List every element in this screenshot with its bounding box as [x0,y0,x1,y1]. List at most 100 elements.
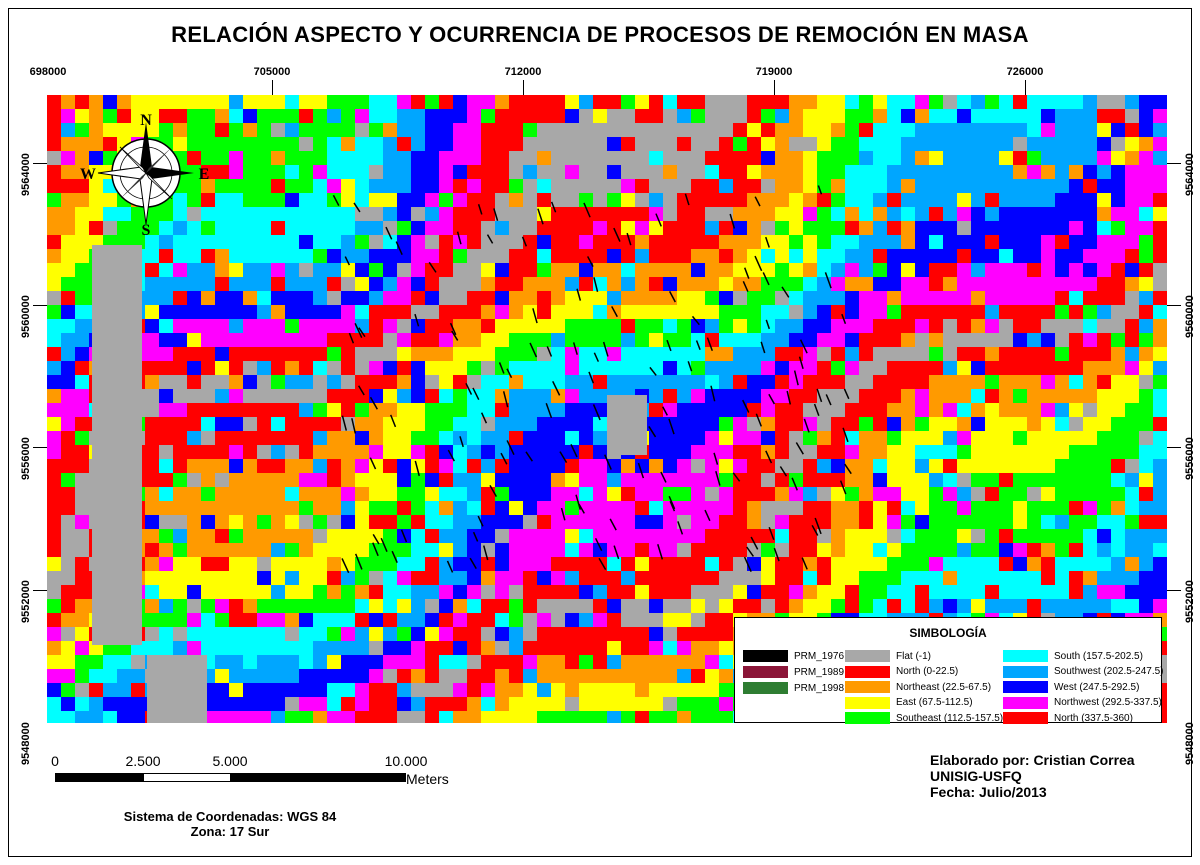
raster-cell [187,515,201,529]
raster-cell [495,683,509,697]
raster-cell [481,683,495,697]
legend-label: Northwest (292.5-337.5) [1054,697,1162,708]
raster-cell [369,669,383,683]
raster-cell [397,319,411,333]
raster-cell [579,403,593,417]
raster-cell [719,529,733,543]
raster-cell [453,263,467,277]
raster-cell [523,277,537,291]
raster-cell [271,263,285,277]
raster-cell [775,557,789,571]
raster-cell [215,613,229,627]
raster-cell [229,277,243,291]
raster-cell [1153,557,1167,571]
raster-cell [565,305,579,319]
raster-cell [425,389,439,403]
raster-cell [159,445,173,459]
prm-landslide-mark [391,550,398,563]
raster-cell [271,641,285,655]
raster-cell [1013,193,1027,207]
raster-cell [271,109,285,123]
raster-cell [229,445,243,459]
raster-cell [285,193,299,207]
raster-cell [1069,361,1083,375]
raster-cell [635,263,649,277]
prm-landslide-mark [545,402,553,419]
raster-cell [705,137,719,151]
raster-cell [985,151,999,165]
raster-cell [229,305,243,319]
raster-cell [145,529,159,543]
raster-cell [957,487,971,501]
raster-cell [355,501,369,515]
raster-cell [61,515,75,529]
raster-cell [537,319,551,333]
raster-cell [313,655,327,669]
raster-cell [187,375,201,389]
prm-landslide-mark [706,337,714,352]
raster-cell [635,95,649,109]
raster-cell [425,151,439,165]
raster-cell [593,207,607,221]
legend-swatch [1003,712,1048,724]
raster-cell [1041,291,1055,305]
raster-cell [803,585,817,599]
raster-cell [481,151,495,165]
raster-cell [649,165,663,179]
raster-cell [341,389,355,403]
raster-cell [985,123,999,137]
raster-cell [187,459,201,473]
raster-cell [173,431,187,445]
raster-cell [271,361,285,375]
raster-cell [537,249,551,263]
raster-cell [761,249,775,263]
raster-cell [831,375,845,389]
raster-cell [831,543,845,557]
raster-cell [985,403,999,417]
raster-cell [229,151,243,165]
raster-cell [1139,235,1153,249]
raster-cell [397,711,411,723]
raster-cell [663,669,677,683]
raster-cell [509,613,523,627]
raster-cell [299,543,313,557]
raster-cell [971,431,985,445]
legend-item-aspect: East (67.5-112.5) [845,696,973,709]
raster-cell [663,179,677,193]
raster-cell [285,249,299,263]
raster-cell [565,669,579,683]
raster-cell [159,235,173,249]
raster-cell [313,585,327,599]
raster-cell [425,95,439,109]
raster-cell [243,375,257,389]
raster-cell [1139,221,1153,235]
raster-cell [523,585,537,599]
raster-cell [243,95,257,109]
raster-cell [705,697,719,711]
raster-cell [1097,319,1111,333]
raster-cell [369,305,383,319]
raster-cell [1041,543,1055,557]
raster-cell [621,235,635,249]
raster-cell [509,627,523,641]
raster-cell [845,305,859,319]
raster-cell [383,697,397,711]
raster-cell [369,683,383,697]
raster-cell [397,137,411,151]
raster-cell [971,599,985,613]
raster-cell [789,291,803,305]
raster-cell [957,305,971,319]
raster-cell [467,249,481,263]
raster-cell [551,669,565,683]
raster-cell [1111,585,1125,599]
raster-cell [61,417,75,431]
raster-cell [439,431,453,445]
raster-cell [201,193,215,207]
raster-cell [495,571,509,585]
raster-cell [943,417,957,431]
raster-cell [887,403,901,417]
raster-cell [1125,459,1139,473]
raster-cell [677,319,691,333]
raster-cell [425,319,439,333]
prm-landslide-mark [389,414,397,428]
